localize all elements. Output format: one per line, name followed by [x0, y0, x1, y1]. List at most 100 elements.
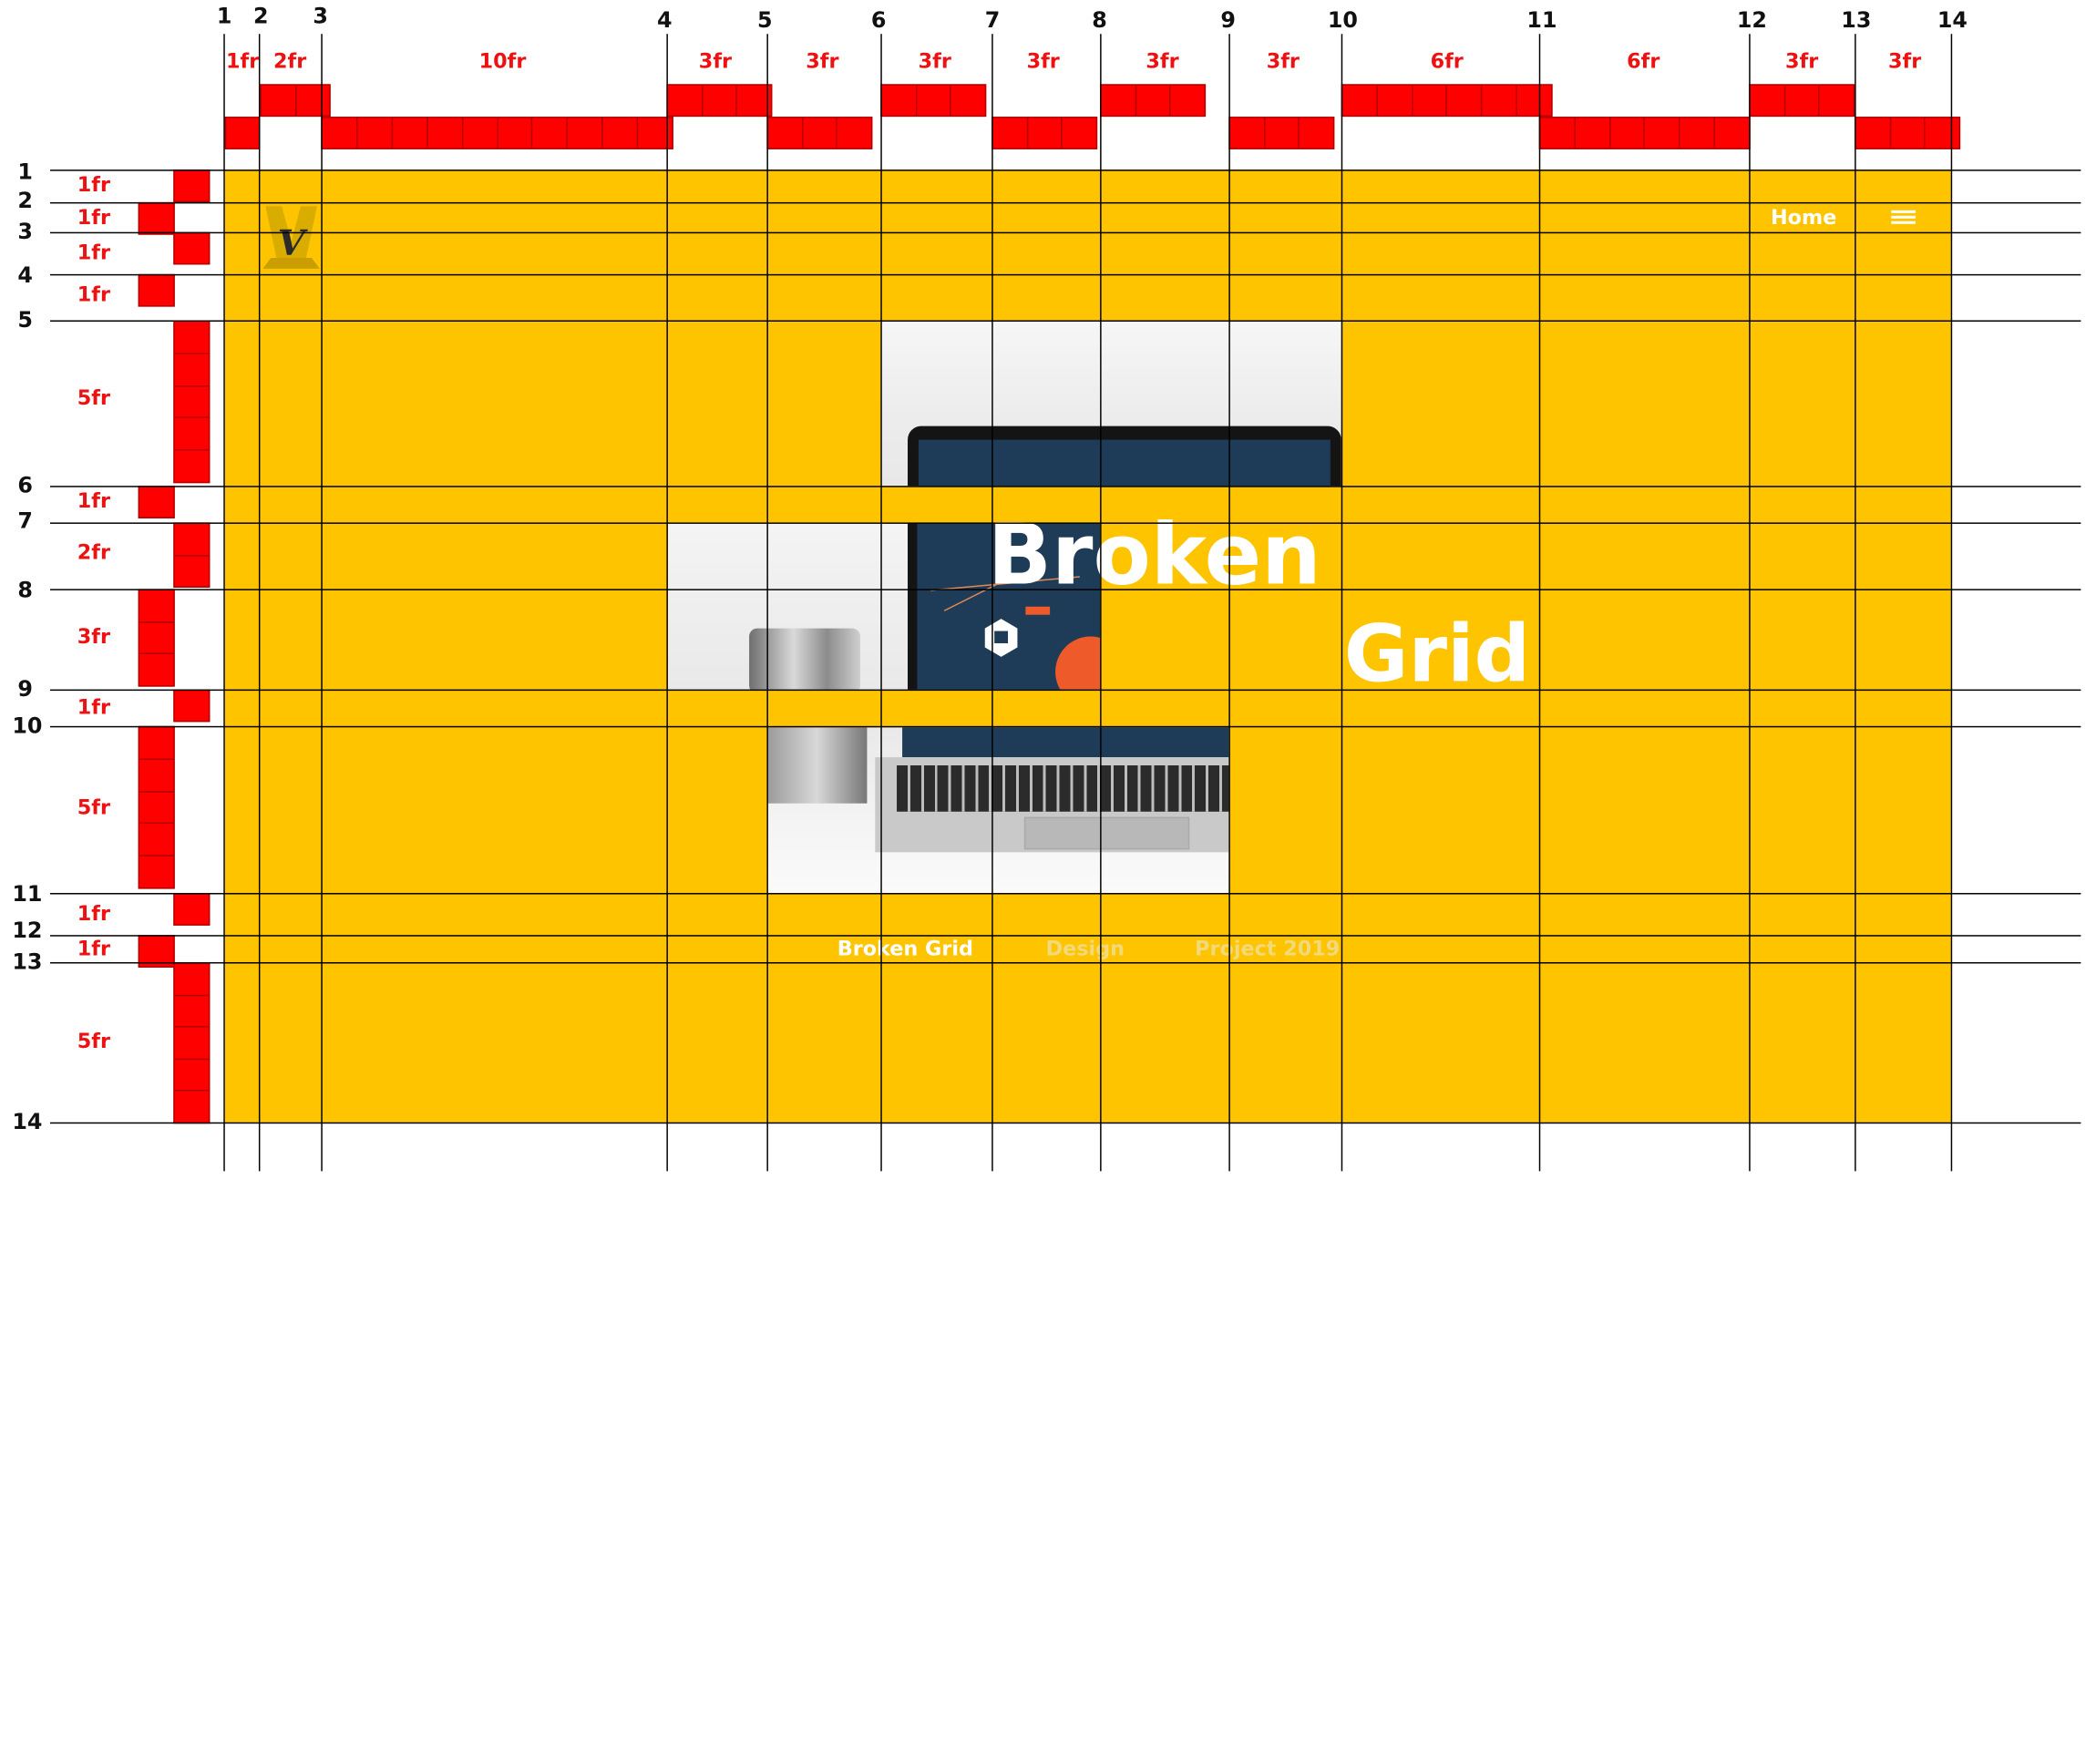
- footer-item-design[interactable]: Design: [1045, 936, 1125, 961]
- row-number-10: 10: [12, 712, 43, 739]
- column-track-label-6: 3fr: [918, 48, 951, 74]
- column-track-block-9: [1228, 117, 1335, 149]
- column-track-block-12: [1749, 84, 1855, 118]
- laptop-screen: [917, 522, 1101, 690]
- column-track-label-3: 10fr: [478, 48, 527, 74]
- column-track-block-2: [260, 84, 331, 118]
- laptop-trackpad: [1023, 816, 1190, 850]
- row-number-7: 7: [17, 508, 33, 534]
- row-track-label-4: 1fr: [77, 282, 110, 307]
- row-track-label-1: 1fr: [77, 172, 110, 197]
- column-number-6: 6: [870, 6, 887, 33]
- row-track-label-9: 1fr: [77, 694, 110, 720]
- column-track-label-1: 1fr: [225, 48, 260, 74]
- footer-item-broken-grid[interactable]: Broken Grid: [837, 936, 973, 961]
- column-number-1: 1: [216, 2, 232, 29]
- column-track-block-5: [766, 117, 873, 149]
- logo-letter: V: [278, 223, 309, 264]
- row-track-block-7: [173, 522, 211, 588]
- laptop-screen: [918, 439, 1331, 487]
- row-track-block-1: [173, 169, 211, 202]
- hero-title-broken: Broken: [987, 505, 1321, 604]
- column-track-label-4: 3fr: [698, 48, 733, 74]
- column-track-block-6: [880, 84, 987, 118]
- row-number-9: 9: [17, 675, 33, 703]
- row-number-12: 12: [12, 917, 43, 944]
- column-track-label-11: 6fr: [1627, 48, 1660, 74]
- laptop-photo-bottom-fragment: [766, 727, 1229, 894]
- row-track-label-3: 1fr: [77, 240, 110, 265]
- row-track-block-6: [138, 486, 175, 518]
- row-track-label-8: 3fr: [77, 624, 110, 649]
- column-track-label-8: 3fr: [1146, 48, 1179, 74]
- row-track-block-13: [173, 961, 211, 1124]
- column-track-label-2: 2fr: [273, 48, 307, 74]
- column-number-2: 2: [252, 2, 269, 29]
- column-line-14: [1950, 34, 1953, 1172]
- row-number-14: 14: [12, 1108, 43, 1135]
- column-track-block-3: [321, 117, 673, 149]
- nav-home-link[interactable]: Home: [1770, 204, 1837, 230]
- column-track-block-8: [1100, 84, 1207, 118]
- laptop-photo-middle-fragment: [667, 522, 1101, 690]
- row-number-8: 8: [17, 576, 33, 603]
- column-number-7: 7: [984, 6, 1001, 33]
- column-number-11: 11: [1526, 6, 1557, 33]
- row-track-block-10: [138, 725, 175, 889]
- row-track-label-13: 5fr: [77, 1028, 110, 1053]
- column-track-block-7: [991, 117, 1098, 149]
- row-track-label-2: 1fr: [77, 204, 110, 230]
- coffee-mug: [766, 727, 868, 804]
- column-number-8: 8: [1092, 6, 1107, 33]
- coffee-mug: [749, 628, 860, 690]
- column-track-label-12: 3fr: [1785, 48, 1819, 74]
- row-number-6: 6: [17, 472, 33, 498]
- laptop-screen-edge: [902, 727, 1229, 758]
- row-track-block-2: [138, 201, 175, 235]
- row-track-label-11: 1fr: [77, 900, 110, 926]
- footer-item-project[interactable]: Project 2019: [1195, 936, 1341, 961]
- column-number-5: 5: [757, 6, 773, 33]
- column-number-10: 10: [1327, 6, 1358, 33]
- laptop-photo-top-fragment: [880, 320, 1341, 487]
- row-number-2: 2: [17, 187, 33, 213]
- hamburger-icon[interactable]: [1891, 210, 1916, 224]
- row-track-block-3: [173, 231, 211, 265]
- column-track-label-13: 3fr: [1888, 48, 1922, 74]
- row-track-label-12: 1fr: [77, 936, 110, 961]
- v-logo-icon: V: [262, 206, 320, 269]
- column-track-label-7: 3fr: [1026, 48, 1060, 74]
- row-track-block-4: [138, 273, 175, 307]
- row-track-label-10: 5fr: [77, 795, 110, 820]
- row-track-label-5: 5fr: [77, 385, 110, 410]
- row-number-1: 1: [17, 159, 33, 185]
- column-number-14: 14: [1937, 6, 1968, 33]
- row-number-13: 13: [12, 949, 43, 975]
- row-number-4: 4: [17, 262, 33, 288]
- column-number-4: 4: [657, 6, 673, 33]
- row-track-block-11: [173, 893, 211, 926]
- hero-title-grid: Grid: [1343, 608, 1531, 701]
- column-track-block-4: [666, 84, 773, 118]
- row-number-5: 5: [17, 306, 33, 333]
- row-track-block-12: [138, 935, 175, 968]
- row-track-label-7: 2fr: [77, 539, 110, 565]
- row-track-label-6: 1fr: [77, 488, 110, 513]
- screen-graphic: [930, 576, 1101, 690]
- column-number-9: 9: [1220, 6, 1236, 33]
- column-number-12: 12: [1736, 6, 1767, 33]
- laptop-keyboard: [897, 765, 1229, 812]
- column-track-label-5: 3fr: [806, 48, 839, 74]
- column-track-block-10: [1341, 84, 1553, 118]
- row-number-11: 11: [12, 880, 43, 907]
- row-track-block-5: [173, 320, 211, 484]
- column-track-label-9: 3fr: [1266, 48, 1300, 74]
- row-track-block-9: [173, 689, 211, 723]
- column-track-label-10: 6fr: [1430, 48, 1464, 74]
- column-number-3: 3: [313, 2, 328, 29]
- column-track-block-1: [224, 117, 261, 149]
- column-number-13: 13: [1841, 6, 1872, 33]
- row-track-block-8: [138, 589, 175, 687]
- row-number-3: 3: [17, 218, 33, 245]
